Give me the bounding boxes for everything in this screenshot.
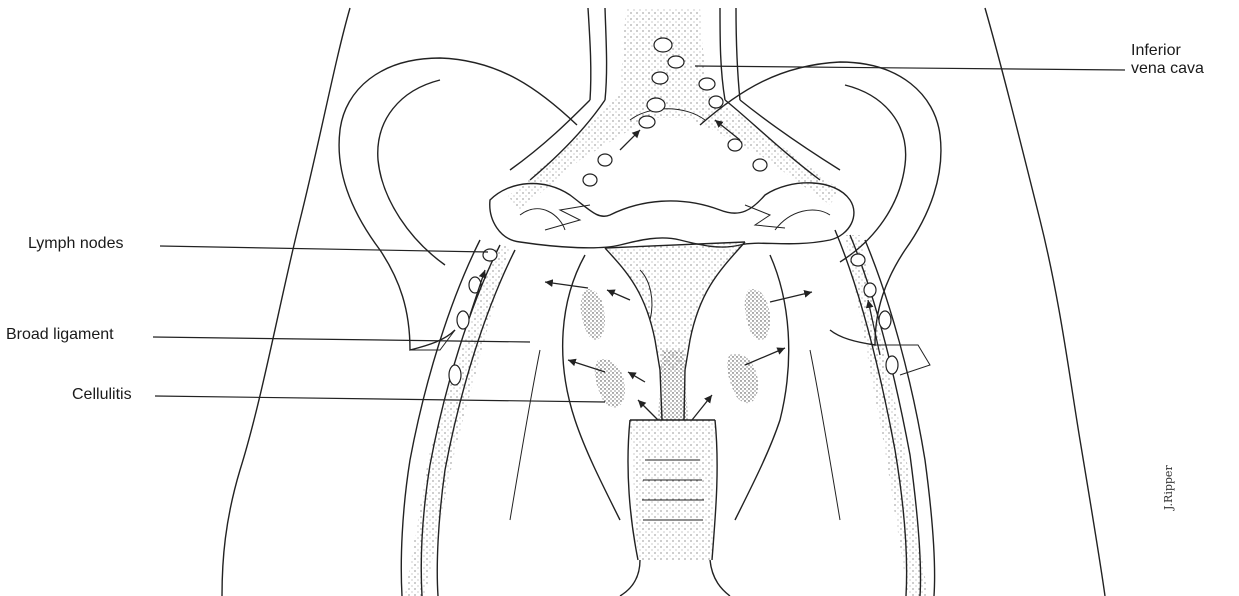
label-cellulitis: Cellulitis — [72, 386, 132, 404]
label-vena-cava: vena cava — [1131, 60, 1204, 78]
leader-inferior-vena-cava — [695, 66, 1125, 70]
label-inferior-vena-cava: Inferior vena cava — [1131, 42, 1204, 78]
label-inferior: Inferior — [1131, 42, 1204, 60]
label-broad-ligament: Broad ligament — [6, 326, 114, 344]
inferior-vena-cava — [508, 8, 840, 210]
label-lymph-nodes: Lymph nodes — [28, 235, 123, 253]
left-lymphatic-vessel — [401, 240, 515, 596]
right-lymphatic-vessel — [835, 230, 935, 596]
artist-signature: J.Ripper — [1162, 465, 1175, 510]
leader-lymph-nodes — [160, 246, 488, 252]
leader-cellulitis — [155, 396, 605, 402]
fallopian-tubes — [490, 183, 854, 248]
uterus — [605, 242, 745, 420]
vagina — [620, 420, 730, 596]
